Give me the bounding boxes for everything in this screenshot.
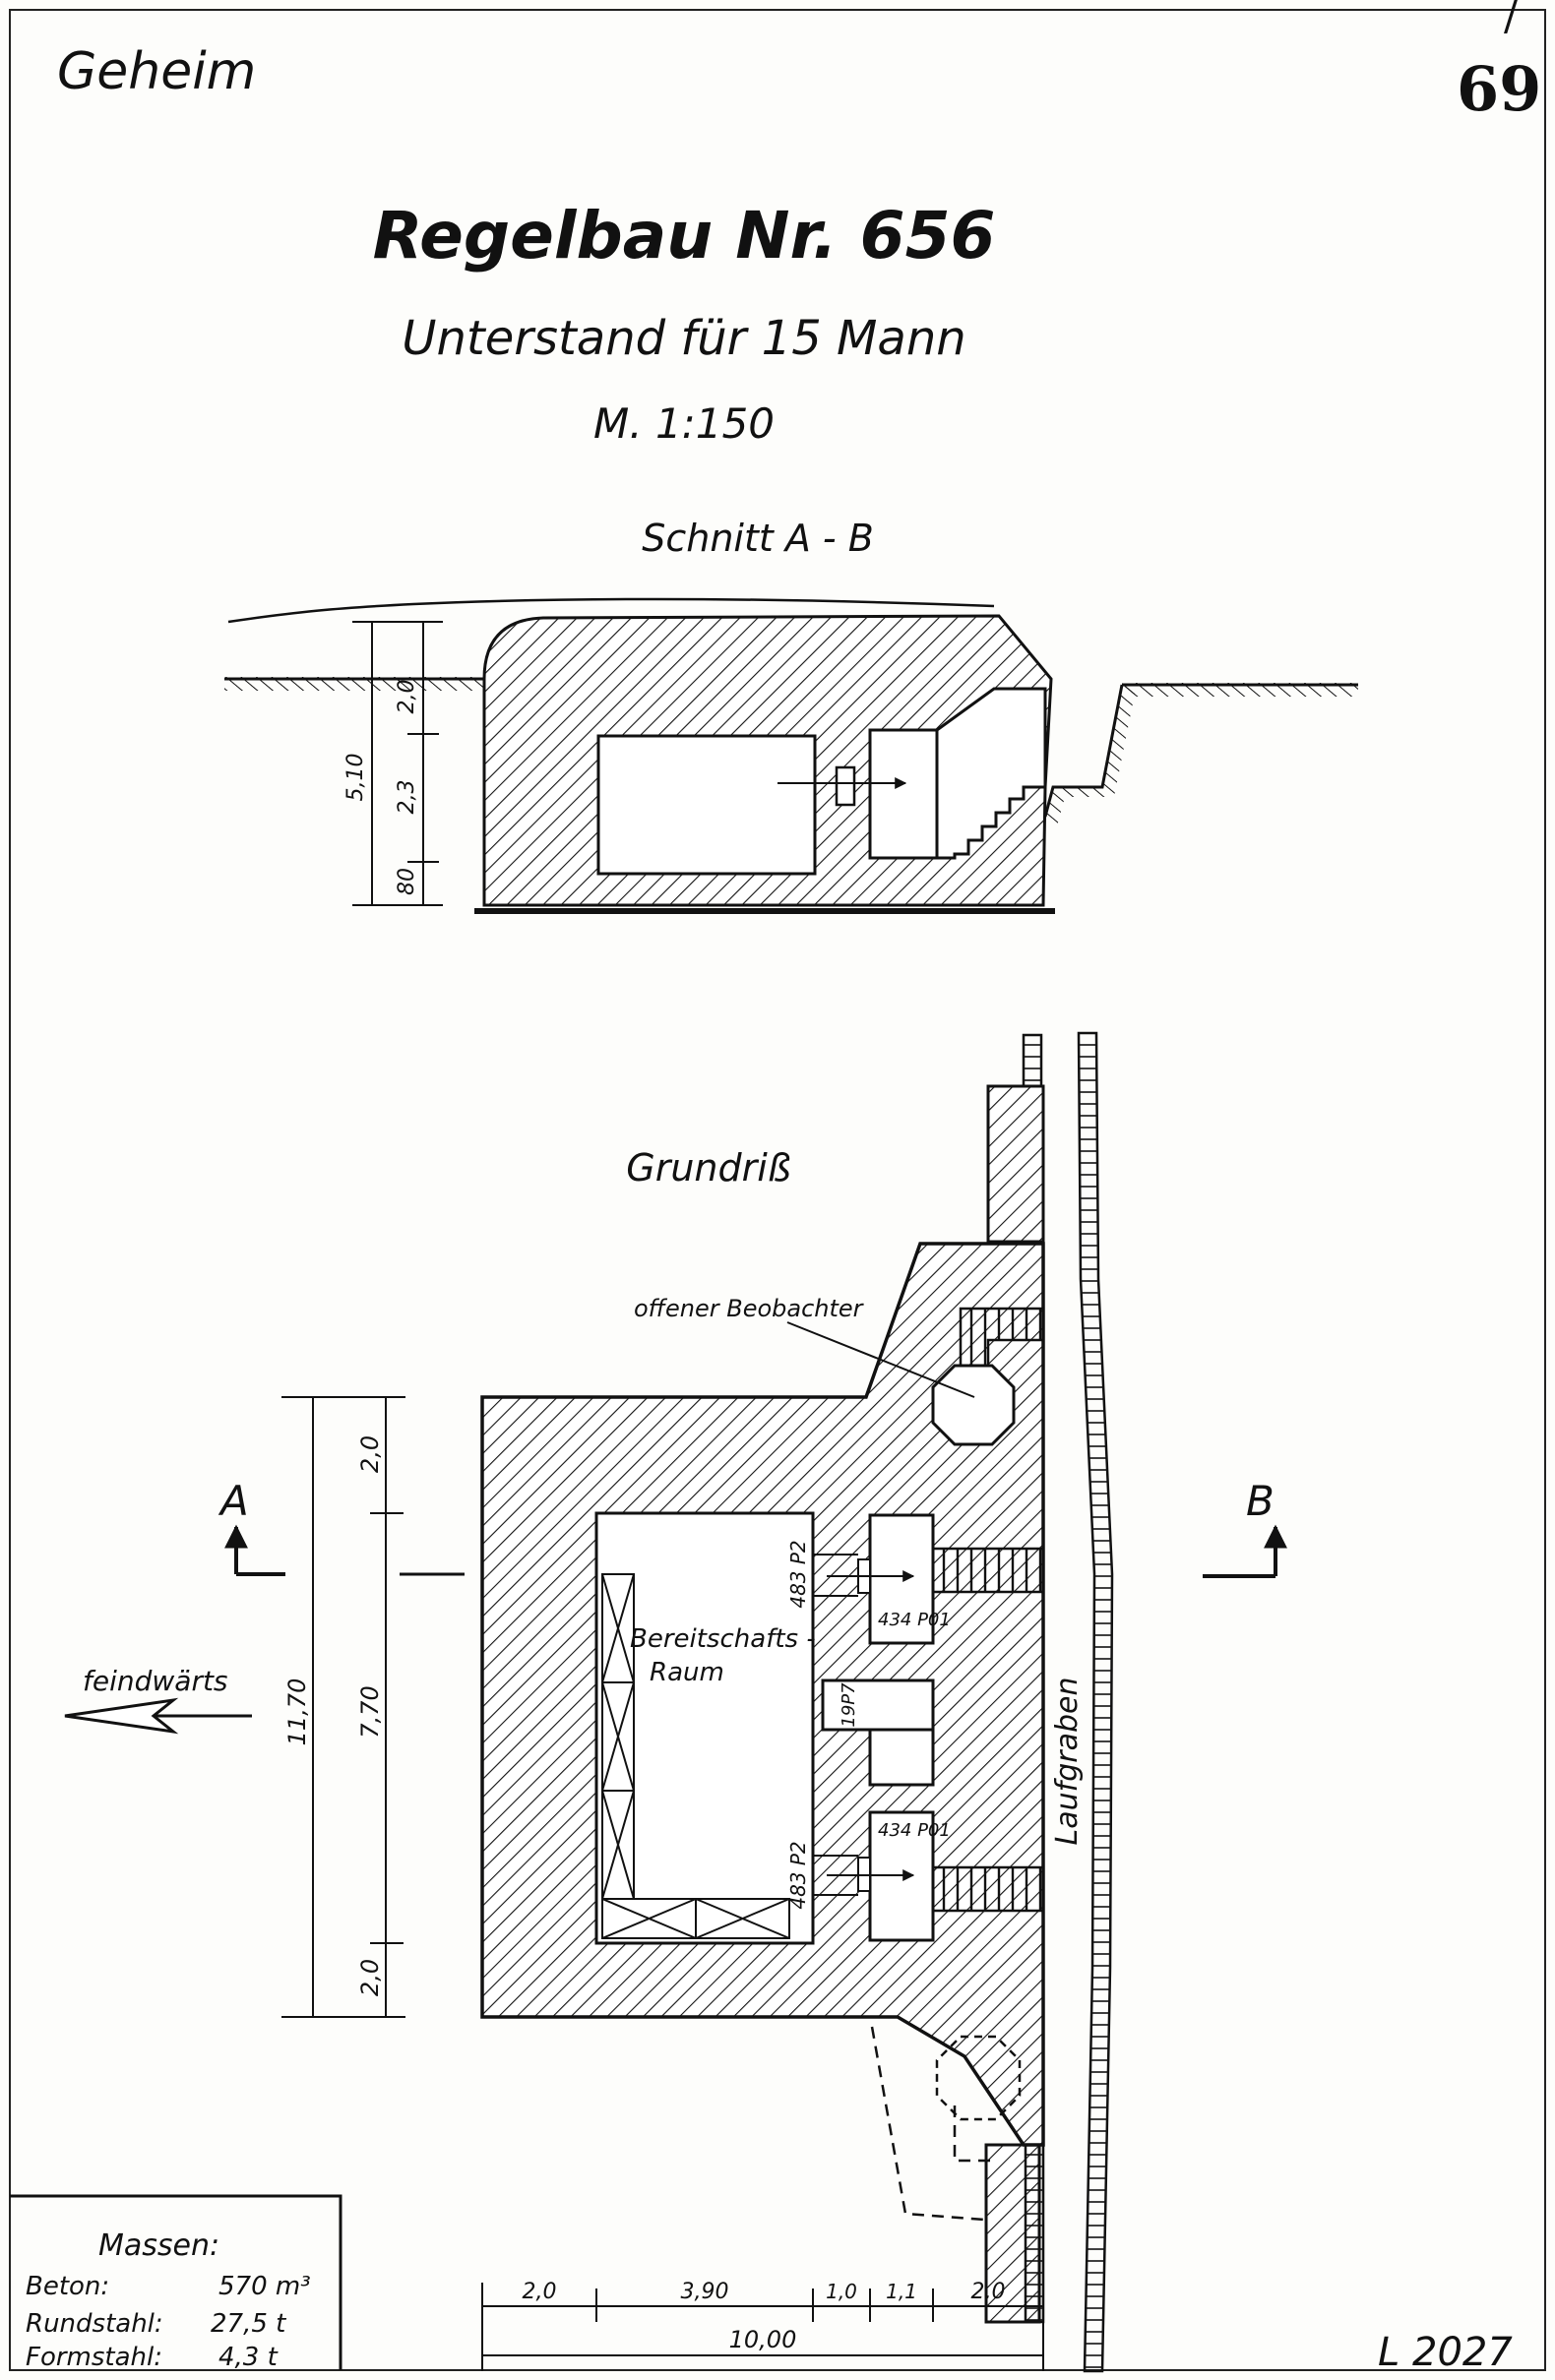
section-dim-floor: 80	[395, 868, 419, 895]
section-dim-room: 2,3	[395, 780, 419, 815]
sheet-border	[9, 9, 1546, 2371]
quantity-label-roundsteel: Rundstahl:	[26, 2309, 163, 2339]
quantity-value-formsteel: 4,3 t	[218, 2343, 279, 2372]
plan-hdim-seg3: 1,0	[826, 2280, 857, 2303]
plan-hdim-seg2: 3,90	[681, 2280, 729, 2304]
section-view: Schnitt A - B 5,10 2,0 2,3 80	[224, 517, 1358, 914]
quantities-frame	[10, 2194, 342, 2370]
bunk-frames	[601, 1573, 790, 1939]
ventilation-chamber	[821, 1678, 935, 1732]
quantity-label-formsteel: Formstahl:	[26, 2343, 162, 2372]
plan-label: Grundriß	[626, 1146, 790, 1190]
plan-dim-overall: 11,70	[283, 1678, 311, 1746]
room-label-line2: Raum	[650, 1658, 724, 1687]
trench-wall-left-lower	[1024, 2143, 1045, 2324]
drawing-subtitle: Unterstand für 15 Mann	[402, 311, 965, 366]
trench-label: Laufgraben	[1050, 1678, 1085, 1846]
classification-stamp: Geheim	[57, 42, 256, 101]
readiness-room	[594, 1511, 815, 1945]
gas-lock-lower-code: 483 P2	[786, 1841, 810, 1909]
quantity-value-roundsteel: 27,5 t	[211, 2309, 286, 2339]
section-stair-opening	[935, 687, 1047, 860]
plan-dim-bottom: 2,0	[356, 1959, 384, 1996]
stairs-upper	[931, 1547, 1045, 1594]
corner-mark: /	[1504, 0, 1519, 39]
entrance-upper	[868, 1513, 935, 1645]
drawing-title: Regelbau Nr. 656	[373, 198, 996, 274]
section-room	[596, 734, 817, 876]
section-entrance-chamber	[868, 728, 939, 860]
observer-post	[931, 1364, 1016, 1446]
ventilation-shaft	[868, 1728, 935, 1787]
page-number: 69	[1457, 53, 1541, 125]
section-marker-a: A	[218, 1477, 249, 1525]
drawing-scale: M. 1:150	[593, 399, 775, 448]
section-marker-a-arrow	[236, 1527, 285, 1576]
trench-earth	[1045, 685, 1136, 826]
quantities-box: Massen: Beton: 570 m³ Rundstahl: 27,5 t …	[10, 2194, 342, 2372]
observer-callout: offener Beobachter	[634, 1295, 865, 1322]
drawing-number: L 2027	[1378, 2330, 1513, 2375]
gas-lock-upper-code: 483 P2	[786, 1540, 810, 1608]
plan-view: Grundriß Laufgraben Bereitschafts - Raum	[64, 1031, 1275, 2373]
section-dim-roof: 2,0	[395, 680, 419, 714]
section-dim-total: 5,10	[343, 754, 368, 802]
plan-hdim-overall: 10,00	[729, 2326, 797, 2353]
quantity-value-concrete: 570 m³	[218, 2272, 311, 2301]
trench-wall-right	[1077, 1031, 1114, 2373]
stairs-lower	[931, 1865, 1045, 1913]
trench-block-upper	[986, 1084, 1045, 1244]
section-marker-b: B	[1246, 1477, 1275, 1525]
plan-dim-middle: 7,70	[356, 1685, 384, 1738]
plan-hdim-seg4: 1,1	[886, 2280, 917, 2303]
lower-extension-dashed	[870, 2026, 992, 2222]
quantities-heading: Massen:	[98, 2228, 219, 2263]
quantity-label-concrete: Beton:	[26, 2272, 109, 2301]
room-label-line1: Bereitschafts -	[630, 1624, 816, 1654]
door-lower-code: 434 P01	[878, 1820, 951, 1841]
plan-hdim-seg1: 2,0	[523, 2280, 557, 2304]
plan-hdim-seg5: 2,0	[971, 2280, 1006, 2304]
terrain-cover-line	[227, 597, 995, 624]
plan-dim-top: 2,0	[356, 1435, 384, 1473]
enemy-direction-label: feindwärts	[83, 1665, 228, 1697]
vent-code: 19P7	[839, 1682, 859, 1728]
door-upper-code: 434 P01	[878, 1610, 951, 1630]
section-marker-b-arrow	[1203, 1527, 1275, 1578]
lower-observer-dashed	[935, 2035, 1022, 2121]
plan-hdim-ticks	[481, 2283, 1044, 2371]
observer-callout-leader	[786, 1321, 975, 1398]
section-gas-lock	[835, 765, 856, 807]
section-label: Schnitt A - B	[642, 517, 874, 560]
